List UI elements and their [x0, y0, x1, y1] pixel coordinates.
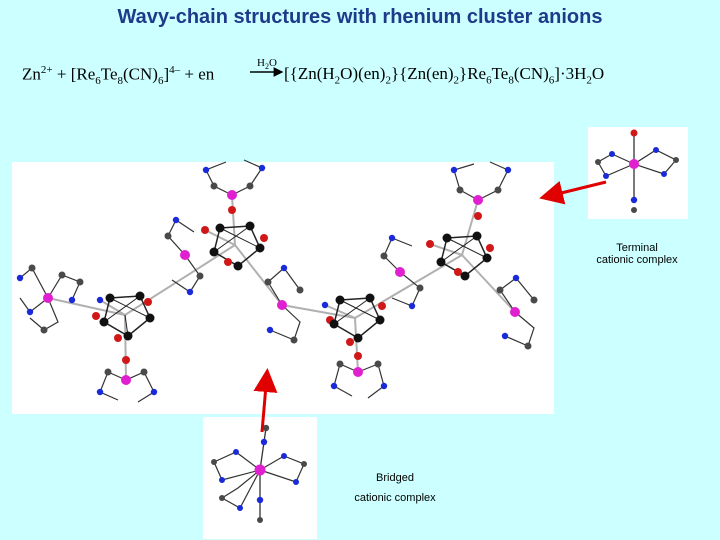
terminal-complex-caption: Terminal cationic complex — [584, 242, 690, 266]
bridged-pointer-arrow — [253, 368, 278, 433]
bridged-complex-caption: Bridged cationic complex — [336, 468, 454, 508]
rhenium-atoms — [99, 221, 492, 343]
terminal-complex-molecule — [595, 129, 679, 213]
reaction-reactants: Zn2+ + [Re6Te8(CN)6]4– + en — [22, 64, 215, 88]
bridged-complex-molecule — [211, 424, 307, 523]
tellurium-oxygen-atoms — [92, 206, 494, 364]
zinc-atoms — [43, 190, 520, 385]
en-rings — [19, 159, 535, 403]
chain-backbone — [47, 194, 516, 381]
terminal-caption-line1: Terminal — [616, 242, 658, 254]
slide-title: Wavy-chain structures with rhenium clust… — [117, 6, 603, 28]
chain-structure-panel — [12, 162, 554, 414]
reaction-condition: H2O — [257, 57, 277, 72]
bridged-caption-line2: cationic complex — [354, 492, 436, 504]
reaction-product: [{Zn(H2O)(en)2}{Zn(en)2}Re6Te8(CN)6]·3H2… — [284, 64, 605, 87]
terminal-caption-line2: cationic complex — [596, 254, 678, 266]
terminal-pointer-arrow — [539, 180, 607, 205]
nitrogen-atoms — [16, 164, 520, 396]
carbon-atoms — [28, 182, 538, 376]
bridged-caption-line1: Bridged — [376, 472, 414, 484]
